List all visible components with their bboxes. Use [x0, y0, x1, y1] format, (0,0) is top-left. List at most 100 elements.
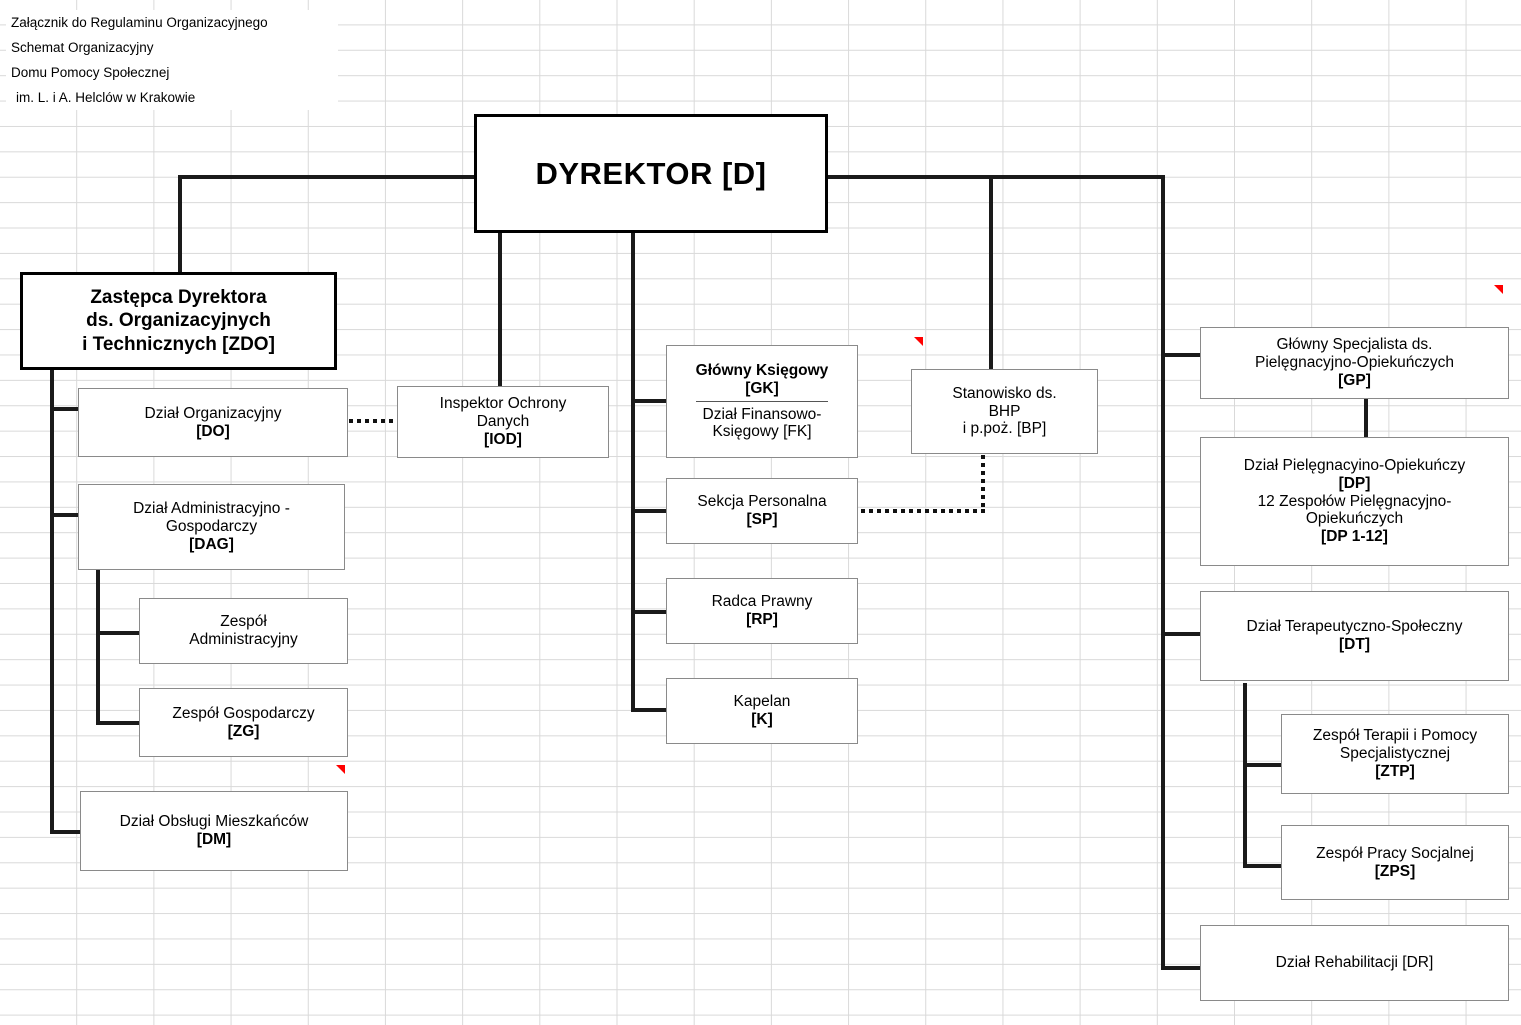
- edge-director-to-zdo-vertical: [178, 175, 182, 277]
- edge-trunk-to-kapelan: [631, 708, 667, 712]
- header-line-3: Domu Pomocy Społecznej: [6, 60, 338, 85]
- node-gk-divider: [696, 400, 828, 402]
- node-ztp-code: [ZTP]: [1375, 762, 1415, 780]
- edge-right-to-bhp: [989, 175, 993, 369]
- node-zdo-line-2: ds. Organizacyjnych: [86, 310, 271, 332]
- node-dp-code: [DP]: [1338, 474, 1371, 492]
- node-gp-line-1: Główny Specjalista ds.: [1276, 336, 1433, 354]
- node-glowny-specjalista-gp[interactable]: Główny Specjalista ds. Pielęgnacyjno-Opi…: [1200, 327, 1509, 399]
- node-dzial-obslugi-mieszkancow[interactable]: Dział Obsługi Mieszkańców [DM]: [80, 791, 348, 871]
- node-za-line-1: Zespół: [220, 613, 267, 631]
- edge-director-middle-trunk: [631, 231, 635, 710]
- node-glowny-ksiegowy[interactable]: Główny Księgowy [GK] Dział Finansowo- Ks…: [666, 345, 858, 458]
- node-zdo-line-1: Zastępca Dyrektora: [90, 287, 267, 309]
- node-fk-line-1: Dział Finansowo-: [702, 405, 822, 423]
- edge-trunk-to-rp: [631, 610, 667, 614]
- node-zespol-pracy-socjalnej[interactable]: Zespół Pracy Socjalnej [ZPS]: [1281, 825, 1509, 900]
- node-inspektor-ochrony-danych[interactable]: Inspektor Ochrony Danych [IOD]: [397, 386, 609, 458]
- node-sp-line-1: Sekcja Personalna: [697, 493, 827, 511]
- edge-gp-to-dp: [1364, 398, 1368, 438]
- node-gp-code: [GP]: [1338, 371, 1371, 389]
- node-dag-code: [DAG]: [189, 535, 234, 553]
- edge-trunk-to-gk: [631, 399, 667, 403]
- edge-do-to-iod-dotted: [349, 419, 399, 423]
- node-zastepca-dyrektora[interactable]: Zastępca Dyrektora ds. Organizacyjnych i…: [20, 272, 337, 370]
- node-gk-code: [GK]: [745, 379, 779, 397]
- node-dp-line-3: 12 Zespołów Pielęgnacyjno-: [1257, 492, 1452, 510]
- node-dzial-pielegnacyjno-opiekunczy[interactable]: Dział Pielęgnacyino-Opiekuńczy [DP] 12 Z…: [1200, 437, 1509, 566]
- node-radca-prawny[interactable]: Radca Prawny [RP]: [666, 578, 858, 644]
- node-zg-code: [ZG]: [227, 722, 260, 740]
- node-zespol-administracyjny[interactable]: Zespół Administracyjny: [139, 598, 348, 664]
- node-dag-line-1: Dział Administracyjno -: [133, 500, 290, 518]
- node-k-code: [K]: [751, 711, 773, 728]
- node-zg-line-1: Zespół Gospodarczy: [172, 704, 315, 722]
- node-stanowisko-bhp[interactable]: Stanowisko ds. BHP i p.poż. [BP]: [911, 369, 1098, 454]
- edge-sp-to-bhp-dotted-vertical: [981, 455, 985, 511]
- edge-director-right-horizontal: [828, 175, 1165, 179]
- node-do-code: [DO]: [196, 422, 230, 440]
- header-line-2: Schemat Organizacyjny: [6, 35, 338, 60]
- node-kapelan[interactable]: Kapelan [K]: [666, 678, 858, 744]
- node-zps-code: [ZPS]: [1374, 862, 1416, 880]
- edge-dt-to-zps: [1243, 864, 1285, 868]
- header-line-1: Załącznik do Regulaminu Organizacyjnego: [6, 10, 338, 35]
- node-bp-line-1: Stanowisko ds.: [952, 384, 1057, 402]
- edge-right-trunk: [1161, 175, 1165, 970]
- edge-sp-to-bhp-dotted-horizontal: [861, 509, 985, 513]
- node-bp-line-3: i p.poż. [BP]: [962, 420, 1047, 438]
- node-iod-line-2: Danych: [476, 413, 530, 431]
- edge-dag-trunk: [96, 570, 100, 725]
- edge-zdo-to-dag: [50, 513, 80, 517]
- node-dt-line-1: Dział Terapeutyczno-Społeczny: [1246, 618, 1463, 636]
- node-gp-line-2: Pielęgnacyjno-Opiekuńczych: [1254, 354, 1455, 372]
- node-rp-code: [RP]: [746, 611, 778, 628]
- node-zespol-terapii-ztp[interactable]: Zespół Terapii i Pomocy Specjalistycznej…: [1281, 714, 1509, 794]
- node-gk-line-1: Główny Księgowy: [695, 361, 829, 379]
- edge-trunk-to-dt: [1161, 632, 1202, 636]
- node-za-line-2: Administracyjny: [189, 631, 298, 648]
- node-dm-code: [DM]: [196, 831, 232, 848]
- node-dag-line-2: Gospodarczy: [165, 518, 258, 536]
- comment-marker-icon-1[interactable]: [1494, 285, 1503, 294]
- node-k-line-1: Kapelan: [733, 693, 791, 711]
- node-rp-line-1: Radca Prawny: [711, 593, 813, 611]
- node-dm-line-1: Dział Obsługi Mieszkańców: [119, 813, 309, 831]
- edge-dt-to-ztp: [1243, 763, 1285, 767]
- comment-marker-icon-2[interactable]: [914, 337, 923, 346]
- node-do-line-1: Dział Organizacyjny: [144, 404, 282, 422]
- edge-dag-to-zg: [96, 721, 146, 725]
- node-zespol-gospodarczy[interactable]: Zespół Gospodarczy [ZG]: [139, 688, 348, 757]
- edge-trunk-to-dr: [1161, 966, 1202, 970]
- node-dzial-rehabilitacji[interactable]: Dział Rehabilitacji [DR]: [1200, 925, 1509, 1001]
- node-dp-line-4: Opiekuńczych: [1305, 510, 1404, 528]
- edge-dt-trunk: [1243, 683, 1247, 868]
- node-dt-code: [DT]: [1339, 636, 1370, 653]
- node-iod-code: [IOD]: [484, 430, 522, 448]
- node-dp-line-1: Dział Pielęgnacyino-Opiekuńczy: [1243, 456, 1466, 474]
- edge-director-to-zdo-horizontal: [178, 175, 478, 179]
- edge-dag-to-za: [96, 631, 146, 635]
- edge-director-to-iod: [498, 231, 502, 392]
- node-zps-line-1: Zespół Pracy Socjalnej: [1316, 844, 1474, 862]
- node-fk-line-2: Księgowy [FK]: [712, 423, 812, 441]
- node-ztp-line-1: Zespół Terapii i Pomocy: [1312, 727, 1478, 745]
- node-iod-line-1: Inspektor Ochrony: [439, 395, 567, 413]
- edge-zdo-to-do: [50, 407, 80, 411]
- node-dyrektor-line-1: DYREKTOR [D]: [535, 155, 767, 191]
- node-sp-code: [SP]: [746, 511, 778, 528]
- edge-zdo-trunk: [50, 370, 54, 834]
- node-dyrektor[interactable]: DYREKTOR [D]: [474, 114, 828, 233]
- node-zdo-line-3: i Technicznych [ZDO]: [82, 333, 275, 355]
- node-dzial-organizacyjny[interactable]: Dział Organizacyjny [DO]: [78, 388, 348, 457]
- node-dr-line-1: Dział Rehabilitacji [DR]: [1275, 954, 1434, 972]
- node-sekcja-personalna[interactable]: Sekcja Personalna [SP]: [666, 478, 858, 544]
- edge-trunk-to-sp: [631, 509, 667, 513]
- node-bp-line-2: BHP: [988, 402, 1021, 420]
- node-dzial-terapeutyczno-spoleczny[interactable]: Dział Terapeutyczno-Społeczny [DT]: [1200, 591, 1509, 681]
- node-dzial-administracyjno-gospodarczy[interactable]: Dział Administracyjno - Gospodarczy [DAG…: [78, 484, 345, 570]
- comment-marker-icon-3[interactable]: [336, 765, 345, 774]
- node-dp-range-code: [DP 1-12]: [1321, 528, 1388, 546]
- node-ztp-line-2: Specjalistycznej: [1339, 745, 1451, 763]
